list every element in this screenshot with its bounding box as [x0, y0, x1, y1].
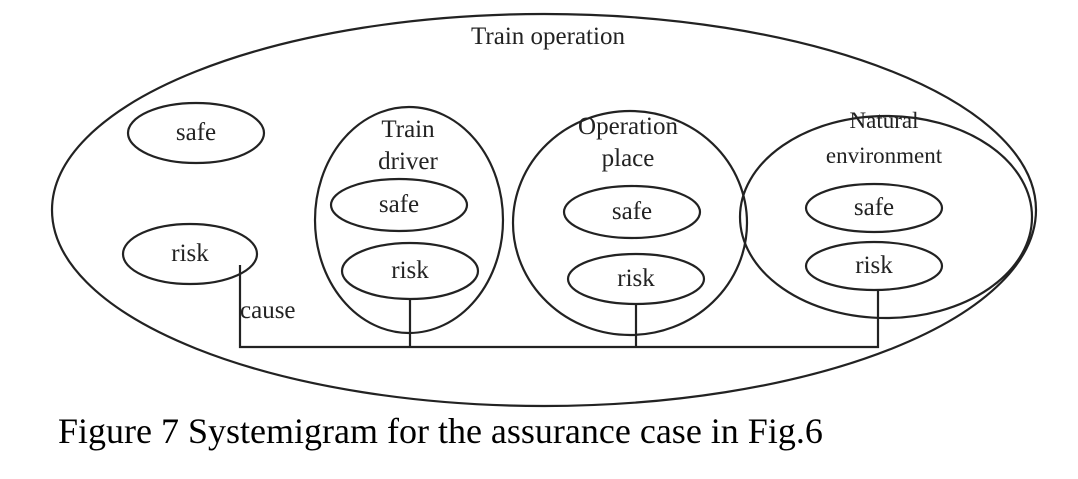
operation-place-label-line1: Operation — [578, 113, 678, 140]
operation-place-label-line2: place — [602, 145, 655, 172]
operation-place-risk-label: risk — [617, 265, 655, 292]
standalone-safe-label: safe — [176, 119, 216, 146]
figure-caption: Figure 7 Systemigram for the assurance c… — [58, 411, 823, 451]
train-driver-label-line1: Train — [381, 116, 435, 143]
standalone-risk-ellipse — [121, 222, 259, 286]
natural-environment-label-line1: Natural — [850, 108, 919, 133]
operation-place-safe-label: safe — [612, 198, 652, 225]
natural-environment-risk-label: risk — [855, 252, 893, 279]
train-operation-label: Train operation — [471, 23, 625, 50]
train-driver-risk-label: risk — [391, 257, 429, 284]
natural-environment-safe-label: safe — [854, 194, 894, 221]
standalone-safe-ellipse — [126, 101, 266, 165]
natural-environment-ellipse — [738, 114, 1034, 320]
standalone-risk-label: risk — [171, 240, 209, 267]
cause-label: cause — [240, 297, 296, 324]
natural-environment-label-line2: environment — [826, 143, 943, 168]
operation-place-safe-ellipse — [562, 184, 702, 240]
train-driver-label-line2: driver — [378, 148, 438, 175]
train-operation-ellipse — [50, 12, 1038, 408]
natural-environment-safe-ellipse — [804, 182, 944, 234]
operation-place-ellipse — [511, 109, 749, 337]
natural-environment-risk-ellipse — [804, 240, 944, 292]
train-driver-safe-ellipse — [329, 177, 469, 233]
cause-connector-line — [238, 265, 880, 349]
train-driver-safe-label: safe — [379, 191, 419, 218]
